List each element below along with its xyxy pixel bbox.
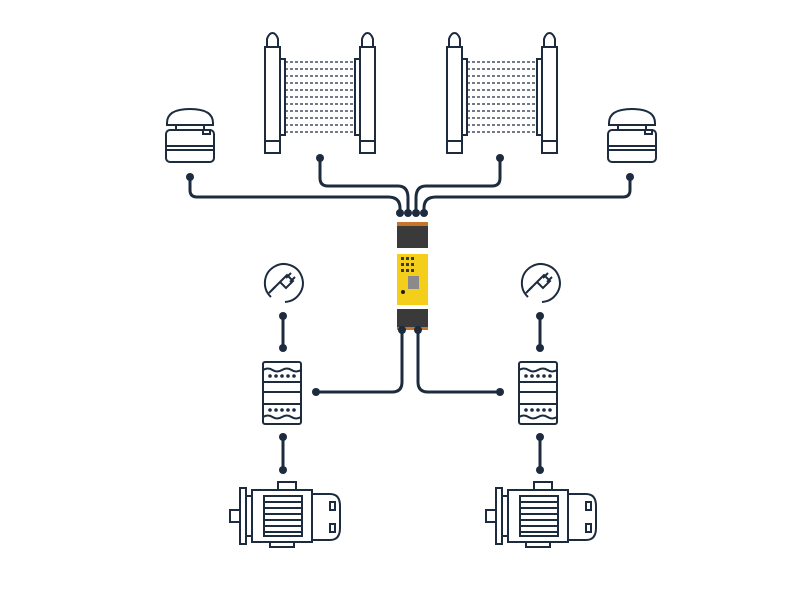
motor-left: [229, 481, 341, 548]
emergency-stop-right: [607, 108, 657, 163]
plug-to-contactor-right: [536, 312, 544, 352]
motor-right: [485, 481, 597, 548]
light-curtain-right: [447, 33, 557, 153]
safety-relay-controller: [397, 222, 428, 330]
input-wires: [186, 154, 634, 217]
plug-to-contactor-left: [279, 312, 287, 352]
light-curtain-left: [265, 33, 375, 153]
power-plug-right: [520, 263, 561, 303]
contactor-to-motor-left: [279, 433, 287, 474]
contactor-to-motor-right: [536, 433, 544, 474]
contactor-left: [262, 361, 302, 425]
contactor-right: [518, 361, 558, 425]
output-wires: [312, 326, 504, 396]
emergency-stop-left: [165, 108, 215, 163]
power-plug-left: [263, 263, 304, 303]
